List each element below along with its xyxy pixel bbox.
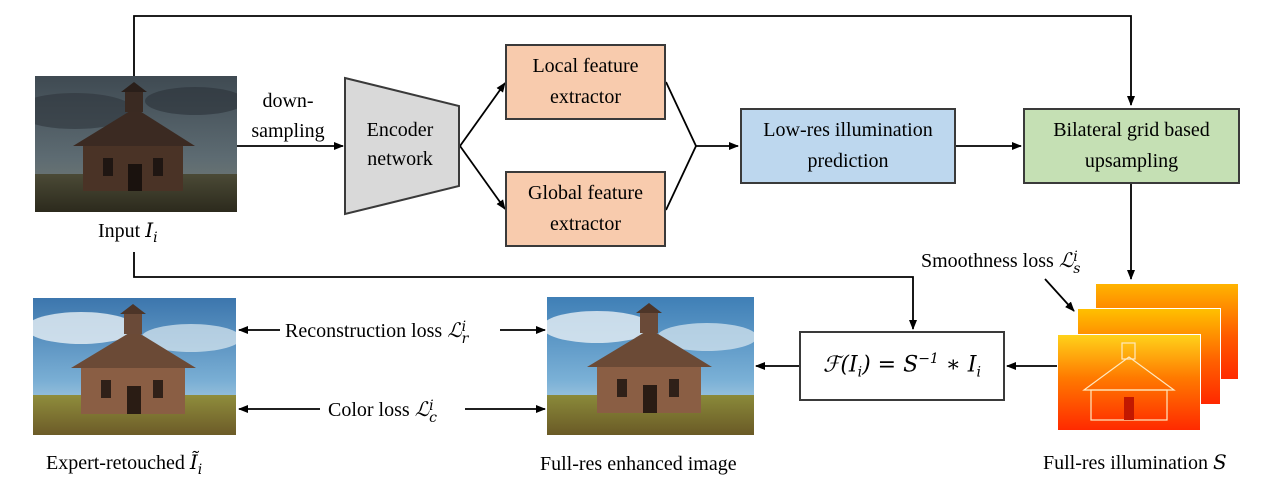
enhanced-text: Full-res enhanced image	[540, 453, 737, 475]
input-symbol-text: I	[145, 218, 154, 242]
smoothness-sub: s	[1073, 261, 1081, 277]
global-extractor-line1: Global feature	[528, 182, 643, 204]
local-extractor-line1: Local feature	[532, 55, 639, 77]
illumination-symbol: S	[1213, 450, 1227, 474]
illumination-label: Full-res illumination S	[1043, 450, 1227, 475]
illumination-layer-front	[1057, 334, 1201, 431]
expert-retouched-image	[33, 298, 236, 435]
input-label-text: Input	[98, 220, 141, 242]
formula-sub2: i	[976, 364, 981, 381]
expert-symbol-text: Ĩ	[189, 450, 198, 474]
color-symbol-text: ℒ	[414, 397, 430, 421]
input-symbol: Ii	[145, 218, 157, 246]
encoder-network-shape	[344, 76, 460, 216]
formula-rhs: ∗ I	[938, 351, 977, 377]
formula-sup: −1	[918, 350, 939, 367]
bilateral-line1: Bilateral grid based	[1053, 119, 1210, 141]
formula-mid: ) = S	[862, 351, 919, 377]
color-sup: i	[429, 398, 434, 414]
global-feature-extractor: Global feature extractor	[505, 171, 666, 247]
input-symbol-sub: i	[153, 230, 158, 246]
formula-box: ℱ(Ii) = S−1 ∗ Ii	[799, 331, 1005, 401]
smoothness-symbol-text: ℒ	[1058, 248, 1074, 272]
formula-sub: i	[857, 364, 863, 381]
formula-text: ℱ(Ii) = S−1 ∗ Ii	[823, 344, 981, 389]
downsampling-line2: sampling	[251, 120, 325, 142]
reconstruction-sub: r	[461, 331, 469, 347]
lowres-line1: Low-res illumination	[763, 119, 933, 141]
color-sub: c	[429, 410, 437, 426]
encoder-line2: network	[367, 148, 433, 170]
bilateral-grid-upsampling: Bilateral grid based upsampling	[1023, 108, 1240, 184]
input-label: Input Ii	[98, 218, 158, 250]
local-feature-extractor: Local feature extractor	[505, 44, 666, 120]
downsampling-label: down- sampling	[248, 86, 328, 146]
global-extractor-line2: extractor	[549, 213, 622, 235]
local-extractor-line2: extractor	[549, 86, 622, 108]
lowres-illumination-prediction: Low-res illumination prediction	[740, 108, 956, 184]
formula-lhs: ℱ(I	[823, 351, 858, 377]
lowres-line2: prediction	[807, 150, 889, 172]
illumination-text: Full-res illumination	[1043, 452, 1208, 474]
reconstruction-text: Reconstruction loss	[285, 320, 443, 342]
downsampling-line1: down-	[262, 90, 314, 112]
enhanced-label: Full-res enhanced image	[540, 452, 737, 476]
bilateral-line2: upsampling	[1084, 150, 1179, 172]
reconstruction-sup: i	[461, 319, 467, 335]
encoder-line1: Encoder	[366, 119, 434, 141]
enhanced-image	[547, 297, 754, 435]
illumination-map-stack	[1057, 283, 1242, 444]
input-image	[35, 76, 237, 212]
encoder-network-label: Encoder network	[350, 116, 450, 174]
color-text: Color loss	[328, 399, 410, 421]
smoothness-sup: i	[1073, 249, 1078, 265]
smoothness-text: Smoothness loss	[921, 250, 1054, 272]
reconstruction-symbol-text: ℒ	[447, 318, 462, 342]
expert-symbol: Ĩi	[189, 450, 202, 478]
illumination-house-outline	[1082, 342, 1176, 421]
expert-label: Expert-retouched Ĩi	[46, 450, 202, 482]
expert-text: Expert-retouched	[46, 452, 185, 474]
expert-symbol-sub: i	[197, 462, 203, 478]
